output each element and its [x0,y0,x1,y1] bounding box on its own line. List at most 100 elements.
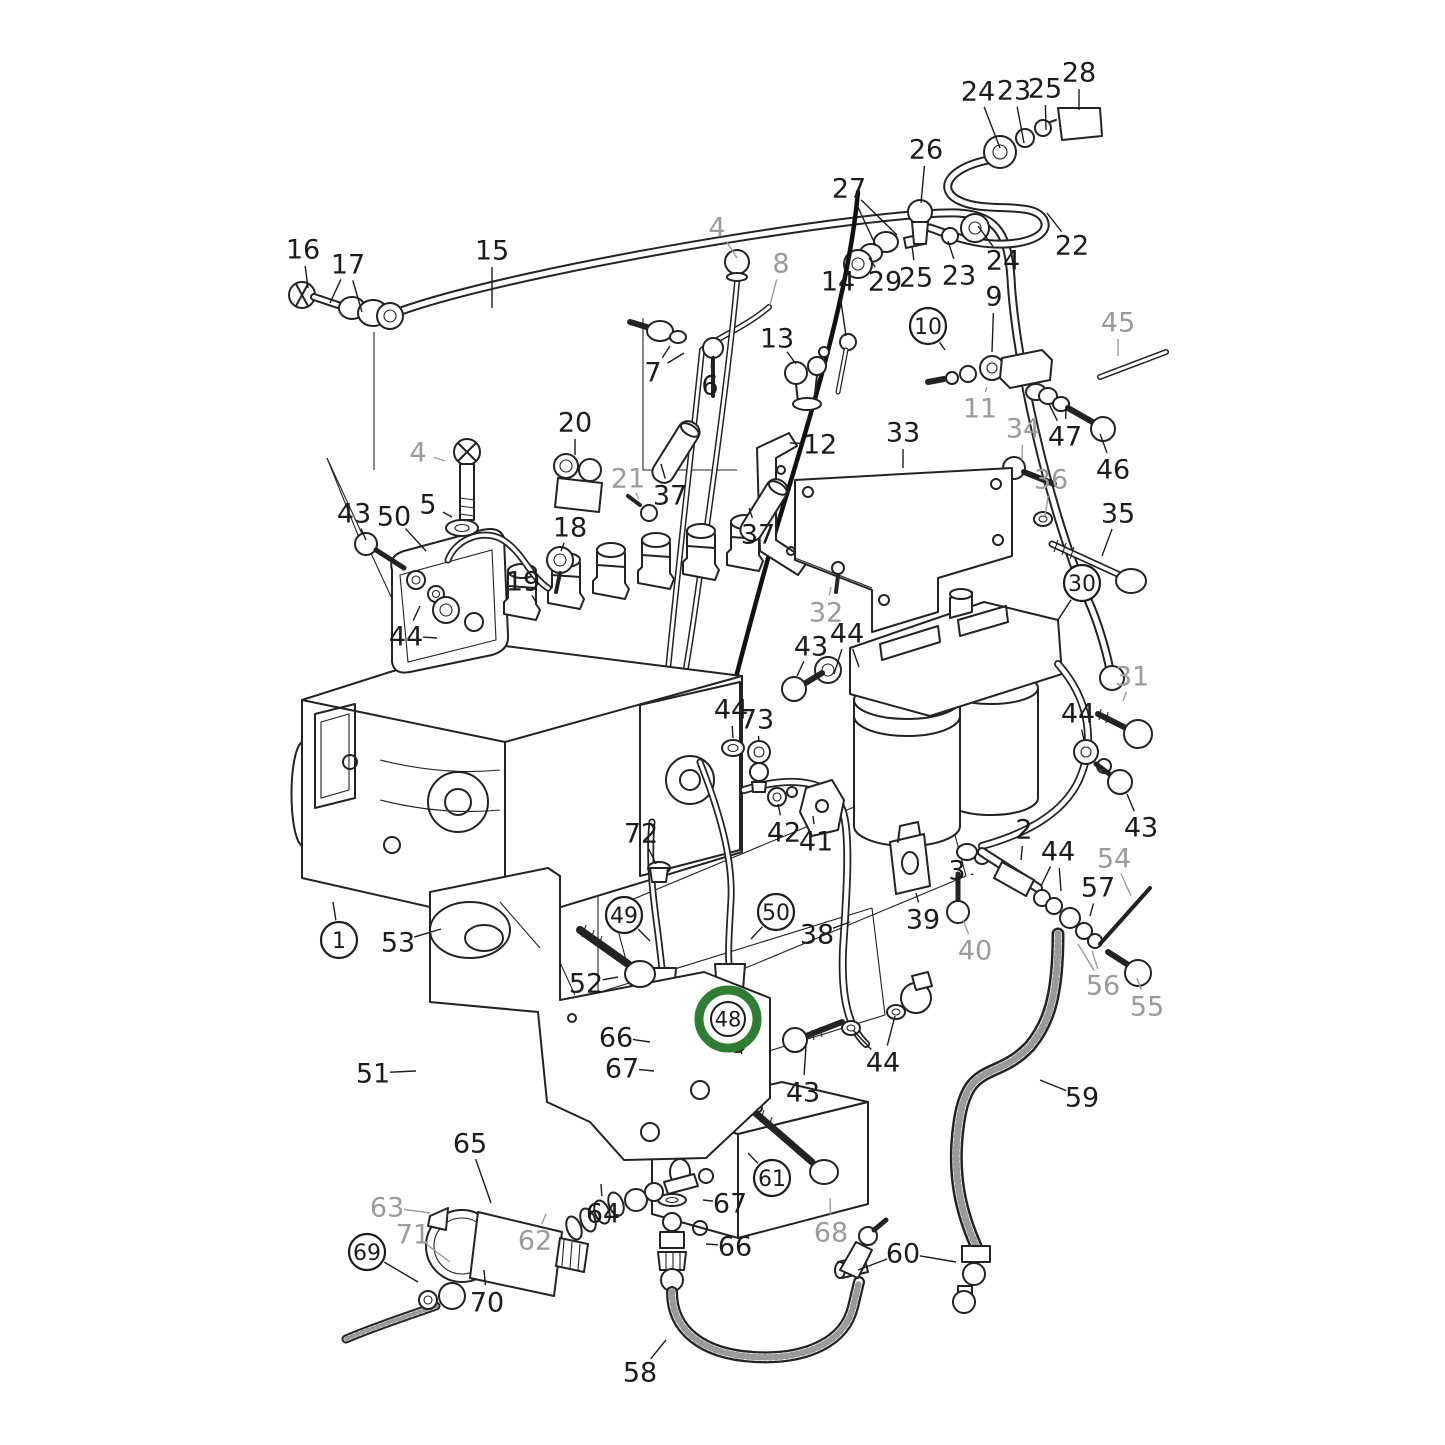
part-label-44: 44 [389,605,438,653]
part-label-58: 58 [623,1339,667,1389]
svg-text:65: 65 [453,1129,487,1160]
parts-41-42 [767,779,845,837]
svg-text:53: 53 [381,928,415,959]
part-label-43: 43 [794,632,828,677]
part-marker-49: 49 [604,895,651,942]
part-label-56: 56 [1077,943,1120,1002]
part-label-57: 57 [1081,873,1115,917]
part-label-44: 44 [852,1015,900,1079]
part-label-18: 18 [553,513,587,552]
part-label-47: 47 [1048,403,1082,453]
part-label-6: 6 [701,357,719,402]
svg-text:44: 44 [830,619,864,650]
part-label-53: 53 [381,928,442,959]
part-label-4: 4 [409,438,446,469]
part-label-51: 51 [356,1059,417,1090]
banjo-bolt-43-pipe-50-washers-44 [354,531,552,632]
part-label-24: 24 [961,77,1001,149]
part-label-66: 66 [705,1232,752,1263]
bracket-33 [794,467,1013,633]
svg-text:41: 41 [799,827,833,858]
part-label-21: 21 [611,464,645,500]
svg-text:60: 60 [886,1239,920,1270]
svg-text:66: 66 [599,1023,633,1054]
bolt-31 [1095,708,1153,749]
part-label-8: 8 [769,249,790,306]
svg-text:73: 73 [740,705,774,736]
svg-text:69: 69 [353,1241,381,1266]
svg-text:61: 61 [758,1167,786,1192]
fuel-filter-assembly [781,588,1092,850]
part-label-40: 40 [958,919,992,967]
svg-text:26: 26 [909,135,943,166]
part-label-43: 43 [786,1045,820,1109]
part-label-39: 39 [906,892,940,936]
svg-text:6: 6 [701,371,718,402]
pipe-38-assembly [740,777,970,1053]
part-label-16: 16 [286,235,320,289]
part-label-45: 45 [1101,308,1135,356]
svg-text:8: 8 [772,249,789,280]
part-label-54: 54 [1097,844,1132,897]
svg-text:18: 18 [553,513,587,544]
svg-text:25: 25 [899,263,933,294]
clamp-20-21 [553,453,658,522]
svg-text:36: 36 [1034,465,1068,496]
svg-text:42: 42 [767,818,801,849]
svg-text:57: 57 [1081,873,1115,904]
svg-text:50: 50 [762,901,790,926]
svg-text:37: 37 [653,481,687,512]
solenoid-65-assembly [341,1168,714,1344]
svg-text:29: 29 [868,267,902,298]
part-label-67: 67 [702,1189,747,1220]
part-marker-50: 50 [750,892,796,940]
part-label-41: 41 [799,815,833,858]
svg-text:68: 68 [814,1218,848,1249]
part-label-72: 72 [624,819,658,865]
svg-text:7: 7 [644,358,661,389]
svg-text:43: 43 [1124,813,1158,844]
svg-text:67: 67 [605,1054,639,1085]
spacer-sleeves-37 [651,420,789,542]
svg-text:10: 10 [914,315,942,340]
part-label-68: 68 [814,1197,848,1249]
part-label-35: 35 [1101,499,1135,557]
svg-text:50: 50 [377,502,411,533]
part-label-55: 55 [1130,977,1164,1023]
svg-text:43: 43 [794,632,828,663]
part-label-43: 43 [337,499,371,541]
bolts-46-47 [1038,387,1116,442]
svg-text:4: 4 [708,213,725,244]
svg-text:21: 21 [611,464,645,495]
part-label-14: 14 [821,267,855,337]
plug-72 [647,861,671,883]
part-label-44: 44 [1040,837,1075,892]
bushing-53 [429,901,541,959]
part-label-25: 25 [899,245,933,294]
part-label-26: 26 [909,135,943,204]
svg-text:23: 23 [942,261,976,292]
part-label-34: 34 [1006,414,1040,461]
part-label-42: 42 [767,803,801,849]
part-label-63: 63 [370,1193,431,1224]
svg-text:14: 14 [821,267,855,298]
svg-text:24: 24 [961,77,995,108]
svg-text:44: 44 [1061,699,1095,730]
fitting-73-washer-44 [721,739,771,793]
svg-text:44: 44 [1041,837,1075,868]
part-label-38: 38 [800,920,851,951]
svg-text:64: 64 [586,1199,620,1230]
svg-text:1: 1 [332,929,346,954]
svg-text:27: 27 [832,174,866,205]
part-label-7: 7 [644,345,685,389]
svg-text:70: 70 [470,1288,504,1319]
part-marker-30: 30 [1057,563,1102,621]
svg-text:35: 35 [1101,499,1135,530]
part-label-44: 44 [714,695,748,739]
part-label-31: 31 [1115,662,1149,702]
svg-text:33: 33 [886,418,920,449]
part-label-37: 37 [653,463,687,512]
part-label-32: 32 [809,586,843,629]
part-label-44: 44 [1061,699,1095,741]
part-label-65: 65 [453,1129,492,1204]
